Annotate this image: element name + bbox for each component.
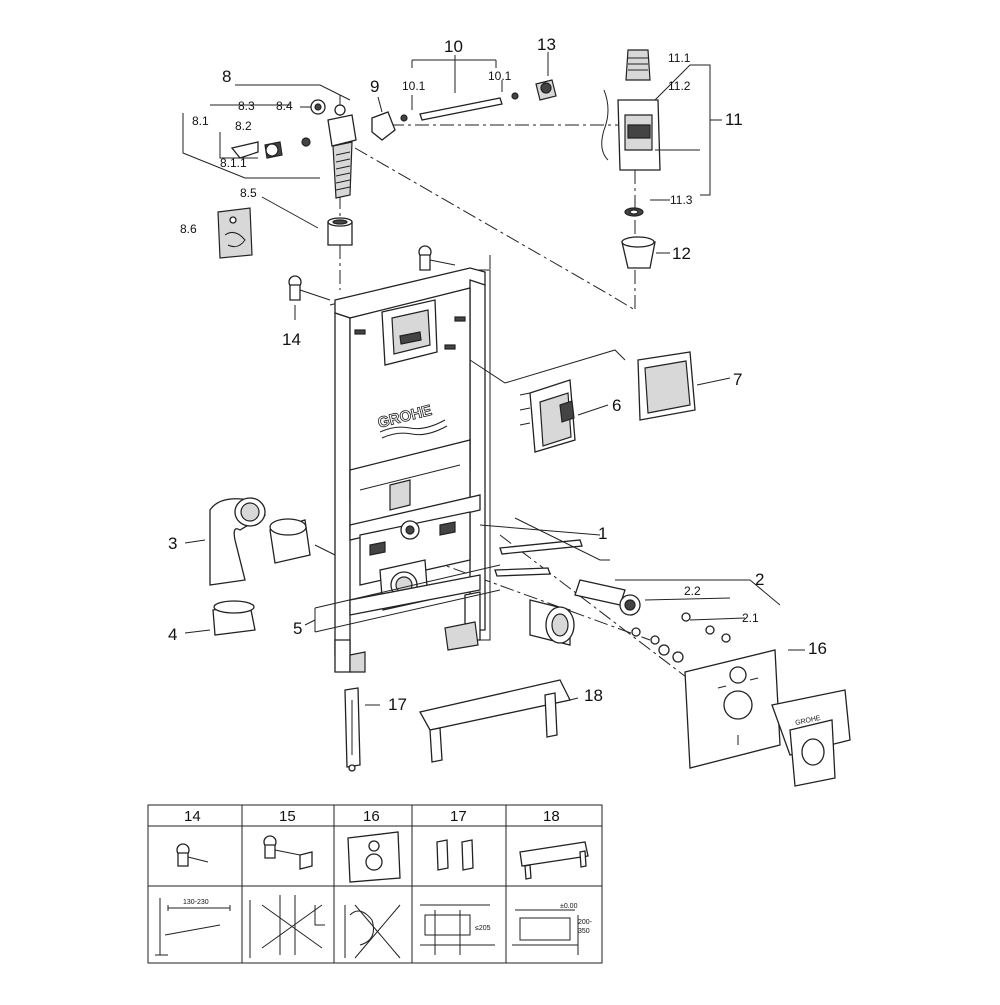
callout-11-1: 11.1 [668, 51, 691, 65]
callout-18: 18 [584, 686, 603, 705]
callout-11-2: 11.2 [668, 79, 691, 93]
callout-12: 12 [672, 244, 691, 263]
fill-valve-group [182, 84, 357, 259]
callout-8-5: 8.5 [240, 186, 257, 200]
flush-valve-group [601, 49, 722, 269]
callout-11: 11 [725, 110, 743, 129]
callout-2: 2 [755, 570, 764, 589]
callout-16: 16 [808, 639, 827, 658]
callout-8-1: 8.1 [192, 114, 209, 128]
callout-7: 7 [733, 370, 742, 389]
table-col-15: 15 [279, 808, 296, 825]
dim-14: 130-230 [183, 899, 209, 906]
table-col-16: 16 [363, 808, 380, 825]
table-col-18: 18 [543, 808, 560, 825]
table-col-17: 17 [450, 808, 467, 825]
callout-8-6: 8.6 [180, 222, 197, 236]
callout-10: 10 [444, 37, 463, 56]
table-col-14: 14 [184, 808, 201, 825]
callout-8-3: 8.3 [238, 99, 255, 113]
callout-8-4: 8.4 [276, 99, 293, 113]
callout-13: 13 [537, 35, 556, 54]
callout-10-1-left: 10.1 [402, 79, 426, 93]
callout-17: 17 [388, 695, 407, 714]
dim-17: ≤205 [475, 925, 491, 932]
callout-9: 9 [370, 77, 379, 96]
pipe-group [479, 517, 781, 663]
callout-5: 5 [293, 619, 302, 638]
actuator-boxes [469, 349, 731, 453]
dim-18-range: 200- [578, 919, 593, 926]
callout-4: 4 [168, 625, 177, 644]
wall-anchors [288, 245, 456, 320]
callout-2-2: 2.2 [684, 584, 701, 598]
dim-18-top: ±0.00 [560, 903, 578, 910]
callout-1: 1 [598, 524, 607, 543]
brackets [344, 679, 579, 772]
callout-8-2: 8.2 [235, 119, 252, 133]
callout-2-1: 2.1 [742, 611, 759, 625]
installation-frame: GROHE [329, 267, 491, 673]
callout-8: 8 [222, 67, 231, 86]
callout-10-1-right: 10.1 [488, 69, 512, 83]
callout-14: 14 [282, 330, 301, 349]
accessory-table: 14 15 16 17 18 130-230 ≤205 ±0 [147, 804, 603, 964]
hose-group [371, 52, 557, 141]
callout-11-3: 11.3 [670, 193, 693, 207]
sound-insulation: GROHE [684, 649, 851, 787]
callout-labels: 8 8.3 8.4 8.1 8.2 8.1.1 8.5 8.6 9 10 10.… [168, 35, 827, 714]
drain-bend [184, 497, 501, 636]
callout-3: 3 [168, 534, 177, 553]
dim-18-range-2: 350 [578, 928, 590, 935]
callout-8-1-1: 8.1.1 [220, 156, 247, 170]
callout-6: 6 [612, 396, 621, 415]
